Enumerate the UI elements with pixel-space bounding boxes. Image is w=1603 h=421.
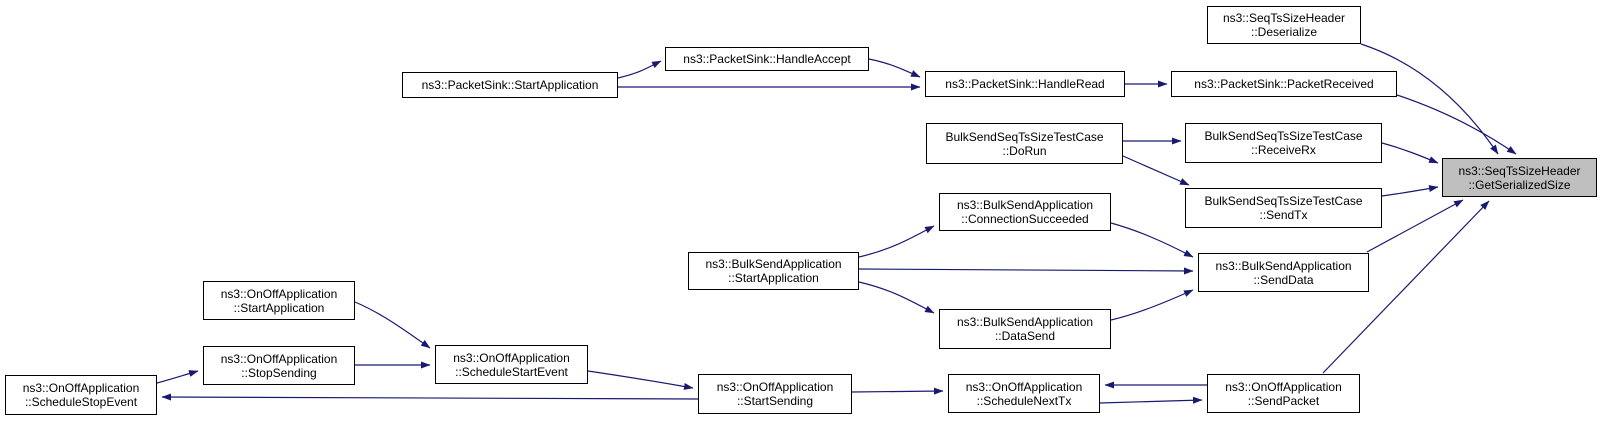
node-label: ::DataSend: [994, 329, 1056, 343]
node-label: ::Deserialize: [1250, 25, 1318, 39]
node-onoff-schedulestartevent[interactable]: ns3::OnOffApplication ::ScheduleStartEve…: [435, 345, 588, 384]
node-label: ns3::OnOffApplication: [220, 351, 338, 366]
node-onoff-schedulenexttx[interactable]: ns3::OnOffApplication ::ScheduleNextTx: [948, 374, 1100, 413]
node-label: ns3::BulkSendApplication: [1215, 258, 1352, 273]
node-bulktest-sendtx[interactable]: BulkSendSeqTsSizeTestCase ::SendTx: [1185, 188, 1382, 228]
node-label: ::ReceiveRx: [1251, 143, 1316, 157]
node-label: ::StartSending: [736, 394, 814, 408]
edge-onoff-startapplication-to-schedulestartevent: [354, 301, 431, 349]
node-onoff-stopsending[interactable]: ns3::OnOffApplication ::StopSending: [203, 346, 355, 385]
node-label: BulkSendSeqTsSizeTestCase: [945, 129, 1104, 144]
node-label: BulkSendSeqTsSizeTestCase: [1204, 194, 1363, 208]
node-seqts-deserialize[interactable]: ns3::SeqTsSizeHeader ::Deserialize: [1207, 6, 1361, 44]
edge-ps-startapplication-to-ps-handleaccept: [617, 60, 662, 79]
node-onoff-schedulestopevent[interactable]: ns3::OnOffApplication ::ScheduleStopEven…: [5, 375, 157, 415]
edge-sendtx-to-getserializedsize: [1381, 185, 1439, 197]
edge-connsucceeded-to-senddata: [1110, 222, 1194, 258]
node-label: ::StartApplication: [728, 271, 819, 285]
node-label: ns3::OnOffApplication: [965, 379, 1083, 394]
edge-sendpacket-to-getserializedsize: [1322, 200, 1490, 374]
node-label: BulkSendSeqTsSizeTestCase: [1204, 129, 1363, 143]
node-bulk-datasend[interactable]: ns3::BulkSendApplication ::DataSend: [939, 309, 1111, 349]
edge-ps-handleaccept-to-ps-handleread: [868, 58, 921, 78]
node-bulktest-receiverx[interactable]: BulkSendSeqTsSizeTestCase ::ReceiveRx: [1185, 123, 1382, 163]
node-label: ns3::PacketSink::HandleRead: [945, 77, 1105, 91]
node-label: ns3::OnOffApplication: [716, 380, 834, 394]
edge-deserialize-to-getserializedsize: [1360, 43, 1499, 155]
node-label: ns3::OnOffApplication: [1225, 379, 1342, 394]
node-label: ::ScheduleStopEvent: [24, 395, 138, 409]
edge-schedulestartevent-to-startsending: [587, 370, 694, 390]
node-bulk-startapplication[interactable]: ns3::BulkSendApplication ::StartApplicat…: [688, 252, 859, 290]
edge-ps-packetreceived-to-getserializedsize: [1396, 94, 1517, 155]
node-onoff-sendpacket[interactable]: ns3::OnOffApplication ::SendPacket: [1207, 374, 1360, 413]
node-onoff-startsending[interactable]: ns3::OnOffApplication ::StartSending: [698, 374, 852, 414]
node-ps-startapplication[interactable]: ns3::PacketSink::StartApplication: [402, 72, 618, 98]
edge-receiverx-to-getserializedsize: [1381, 142, 1439, 164]
node-label: ::StopSending: [241, 365, 317, 380]
edge-bulk-startapplication-to-datasend: [858, 281, 935, 314]
node-label: ns3::SeqTsSizeHeader: [1458, 163, 1581, 178]
node-label: ns3::PacketSink::StartApplication: [421, 78, 599, 92]
node-bulk-connsucceeded[interactable]: ns3::BulkSendApplication ::ConnectionSuc…: [939, 193, 1111, 231]
edge-startsending-to-schedulenexttx: [851, 387, 944, 395]
edge-schedulenexttx-to-sendpacket: [1099, 396, 1203, 404]
edge-startsending-to-schedulestopevent: [161, 393, 699, 401]
node-label: ns3::BulkSendApplication: [705, 257, 842, 271]
node-ps-handleaccept[interactable]: ns3::PacketSink::HandleAccept: [665, 47, 869, 71]
node-label: ::SendPacket: [1247, 393, 1320, 408]
edge-dorun-to-sendtx: [1122, 155, 1190, 186]
node-label: ::SendTx: [1259, 208, 1308, 222]
node-label: ns3::PacketSink::HandleAccept: [683, 52, 851, 66]
node-seqts-getserializedsize-highlighted: ns3::SeqTsSizeHeader ::GetSerializedSize: [1442, 158, 1597, 197]
node-label: ns3::OnOffApplication: [453, 350, 570, 365]
edge-datasend-to-senddata: [1110, 289, 1194, 321]
node-label: ::ScheduleStartEvent: [455, 364, 568, 379]
edge-bulk-startapplication-to-connsucceeded: [858, 225, 935, 258]
node-ps-handleread[interactable]: ns3::PacketSink::HandleRead: [925, 71, 1125, 97]
node-label: ns3::OnOffApplication: [220, 286, 338, 301]
edge-schedulestopevent-to-stopsending: [156, 370, 199, 384]
node-bulk-senddata[interactable]: ns3::BulkSendApplication ::SendData: [1198, 253, 1369, 292]
node-onoff-startapplication[interactable]: ns3::OnOffApplication ::StartApplication: [203, 281, 355, 320]
node-label: ns3::BulkSendApplication: [956, 198, 1094, 212]
node-label: ns3::OnOffApplication: [22, 381, 140, 395]
node-label: ::StartApplication: [233, 300, 325, 315]
node-label: ::ConnectionSucceeded: [961, 212, 1089, 226]
node-label: ::ScheduleNextTx: [976, 393, 1072, 408]
node-label: ::DoRun: [1002, 143, 1047, 158]
node-bulktest-dorun[interactable]: BulkSendSeqTsSizeTestCase ::DoRun: [926, 123, 1123, 164]
node-label: ::GetSerializedSize: [1468, 177, 1571, 192]
node-label: ns3::BulkSendApplication: [956, 315, 1094, 329]
edge-senddata-to-getserializedsize: [1366, 199, 1464, 253]
node-label: ns3::SeqTsSizeHeader: [1222, 11, 1346, 25]
node-ps-packetreceived[interactable]: ns3::PacketSink::PacketReceived: [1171, 71, 1397, 97]
edge-bulk-startapplication-to-senddata: [858, 267, 1194, 275]
node-label: ::SendData: [1253, 272, 1314, 287]
node-label: ns3::PacketSink::PacketReceived: [1194, 77, 1374, 91]
